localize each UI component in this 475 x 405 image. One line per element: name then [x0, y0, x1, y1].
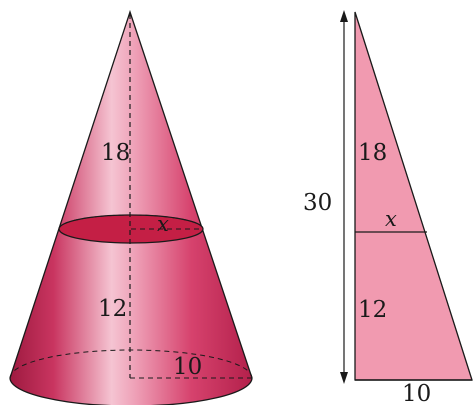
triangle-lower-height-label: 12 [358, 297, 387, 323]
cross-section-triangle [354, 11, 473, 381]
base-back-edge [9, 349, 253, 379]
triangle-figure: 30 18 12 x 10 [303, 10, 473, 405]
cone-body [9, 9, 253, 405]
cone-section-radius-label: x [157, 212, 169, 236]
cone-base-radius-label: 10 [173, 354, 202, 380]
cross-section-back-edge [58, 214, 204, 230]
triangle-upper-height-label: 18 [358, 140, 387, 166]
cone-figure: 18 12 x 10 [9, 9, 253, 405]
height-dimension-arrow [340, 10, 348, 384]
cone-upper-height-label: 18 [101, 140, 130, 166]
triangle-section-width-label: x [385, 207, 397, 231]
triangle-base-width-label: 10 [402, 381, 431, 405]
cone-lower-height-label: 12 [98, 296, 127, 322]
triangle-total-height-label: 30 [303, 190, 332, 216]
